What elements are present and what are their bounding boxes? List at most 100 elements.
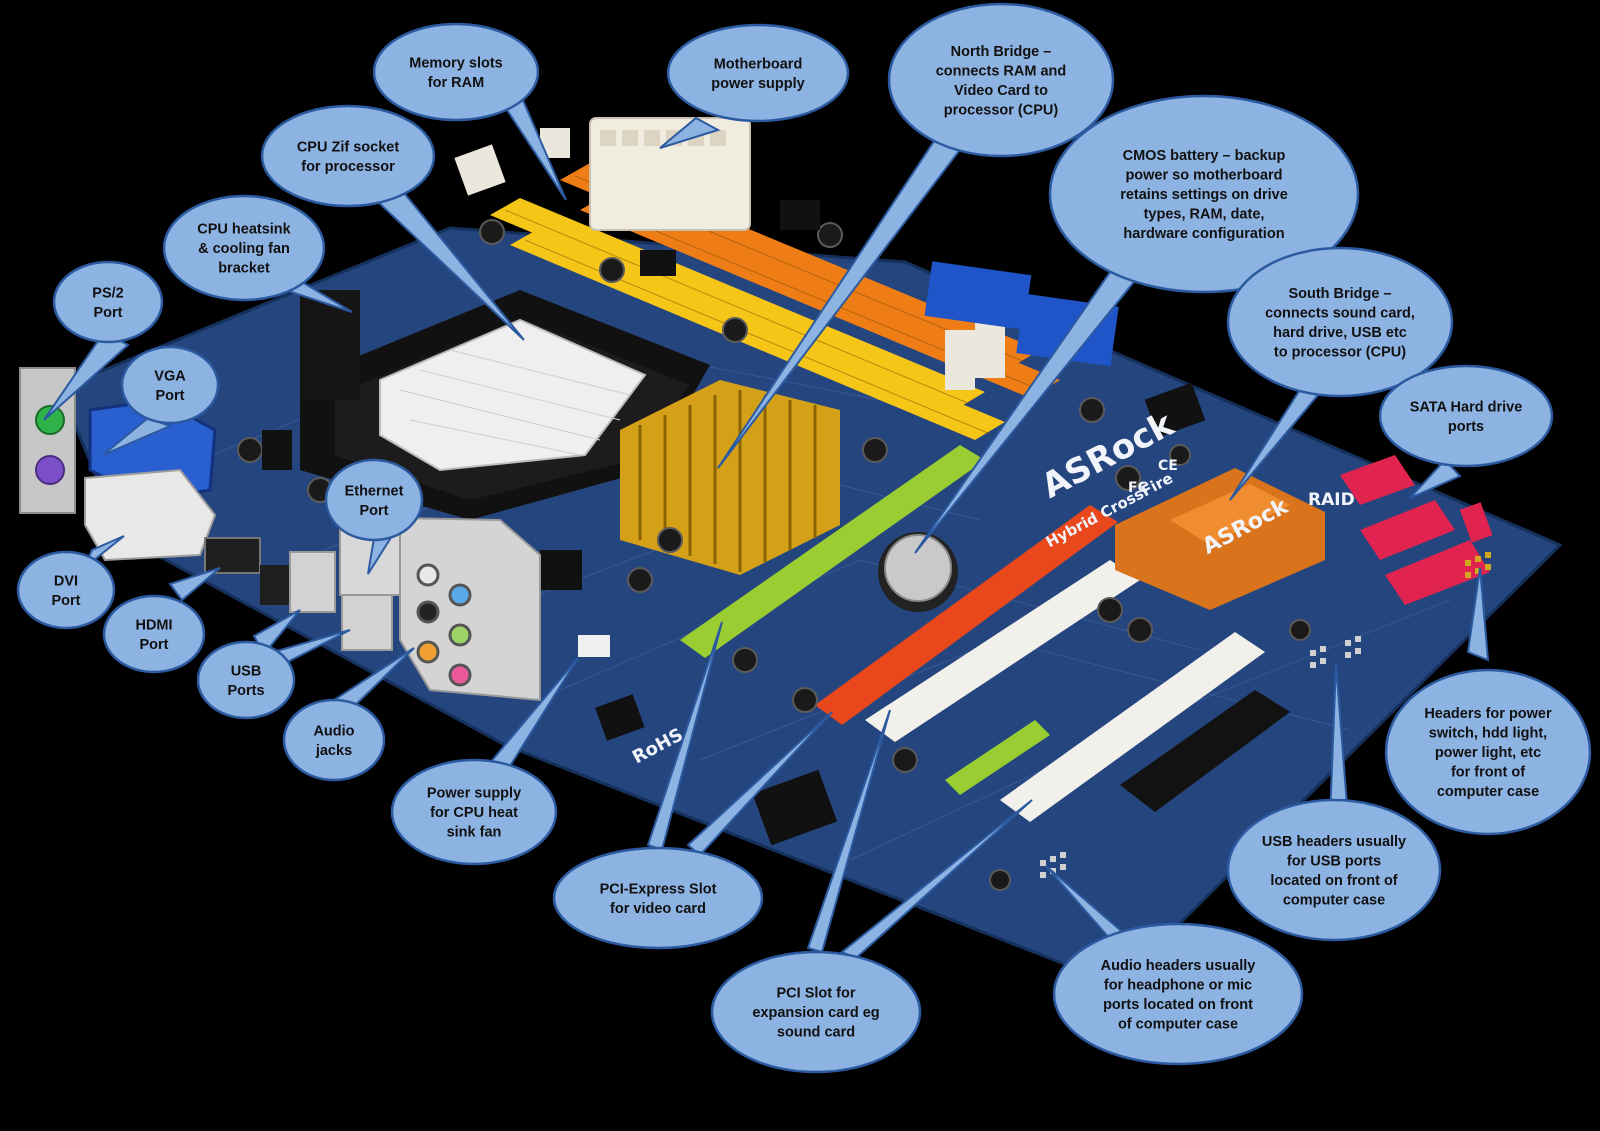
- usb-header-pins: [1310, 636, 1361, 668]
- pci-slot-label-line: expansion card eg: [752, 1005, 879, 1021]
- vga-port-label-line: VGA: [154, 368, 186, 384]
- ide-connector-black: [1120, 690, 1290, 812]
- audio-jack-black: [416, 600, 440, 624]
- cpu-heatsink-bracket-bubble: [162, 194, 326, 302]
- spdif-connector: [260, 565, 290, 605]
- cmos-battery-callout: CMOS battery – backup power so motherboar…: [1048, 94, 1360, 294]
- ram-slots: [454, 128, 1060, 440]
- cmos-battery-label-line: power so motherboard: [1125, 168, 1282, 184]
- ps2-port-label-line: PS/2: [92, 285, 123, 301]
- pci-slot-label-line: sound card: [777, 1025, 855, 1041]
- audio-jack-line-in: [416, 563, 440, 587]
- usb-port-stack-1: [289, 551, 336, 613]
- pci-express-slot-bubble: [552, 846, 764, 950]
- pci-slot-white-1: [865, 560, 1140, 742]
- north-bridge-bubble: [887, 2, 1115, 158]
- audio-headers-bubble: [1052, 922, 1304, 1066]
- cpu-fan-header: [578, 635, 610, 657]
- audio-jacks-label-line: jacks: [315, 743, 352, 759]
- audio-jack-orange: [416, 640, 440, 664]
- board-raid: RAID: [1308, 490, 1355, 510]
- cmos-battery-label-line: retains settings on drive: [1120, 187, 1288, 203]
- pcie-slot-red: [815, 505, 1118, 725]
- south-bridge-heatsink: ASRock: [1115, 468, 1325, 610]
- cmos-battery-label-line: CMOS battery – backup: [1123, 148, 1286, 164]
- sata-ports: [1340, 455, 1493, 605]
- dvi-port-bubble: [16, 550, 116, 630]
- vga-port-label-line: Port: [156, 388, 185, 404]
- sata-ports-label-line: ports: [1448, 419, 1484, 435]
- south-bridge-label-line: South Bridge –: [1288, 286, 1391, 302]
- hdmi-connector: [204, 537, 261, 574]
- hdmi-port-label-line: Port: [140, 637, 169, 653]
- motherboard-power-supply-label-line: power supply: [711, 76, 804, 92]
- pcie-x1-slot: [945, 720, 1050, 795]
- audio-jack-green: [448, 623, 472, 647]
- front-panel-headers-label-line: computer case: [1437, 784, 1539, 800]
- ps2-port-label-line: Port: [94, 305, 123, 321]
- front-panel-headers-label-line: power light, etc: [1435, 745, 1541, 761]
- north-bridge-label-line: North Bridge –: [951, 44, 1052, 60]
- ps2-port-bubble: [52, 260, 164, 344]
- memory-slots-label-line: Memory slots: [409, 55, 502, 71]
- ethernet-port-label-line: Ethernet: [345, 483, 404, 499]
- south-bridge-label-line: hard drive, USB etc: [1273, 325, 1407, 341]
- audio-jack-pink: [448, 663, 472, 687]
- audio-headers-label-line: ports located on front: [1103, 997, 1253, 1013]
- sata-ports-label-line: SATA Hard drive: [1410, 399, 1523, 415]
- usb-ports-label-line: Ports: [227, 683, 264, 699]
- sata-ports-bubble: [1378, 364, 1554, 468]
- pci-express-slot-label-line: for video card: [610, 901, 706, 917]
- north-bridge-label-line: processor (CPU): [944, 102, 1059, 118]
- motherboard-power-supply-label-line: Motherboard: [714, 56, 803, 72]
- ethernet-port-label-line: Port: [360, 503, 389, 519]
- cpu-fan-power-label-line: Power supply: [427, 786, 521, 802]
- ps2-keyboard-port: [35, 455, 65, 485]
- cpu-fan-power-label-line: for CPU heat: [430, 805, 518, 821]
- cpu-heatsink-bracket-label-line: bracket: [218, 261, 270, 277]
- hdmi-port-bubble: [102, 594, 206, 674]
- pci-express-slot-label-line: PCI-Express Slot: [600, 881, 717, 897]
- front-panel-headers-label-line: Headers for power: [1424, 706, 1552, 722]
- pci-slot-bubble: [710, 950, 922, 1074]
- memory-slots-label-line: for RAM: [428, 75, 484, 91]
- south-bridge-label-line: to processor (CPU): [1274, 344, 1406, 360]
- north-bridge-heatsink: [620, 380, 840, 575]
- audio-jack-blue: [448, 583, 472, 607]
- cpu-zif-socket-label-line: CPU Zif socket: [297, 139, 399, 155]
- north-bridge-label-line: connects RAM and: [936, 63, 1067, 79]
- usb-port-stack-2: [341, 594, 393, 651]
- usb-ports-bubble: [196, 640, 296, 720]
- board-ce: CE: [1158, 458, 1178, 474]
- ide-connector-top: [924, 261, 1032, 330]
- vga-port-bubble: [120, 345, 220, 425]
- audio-headers-label-line: for headphone or mic: [1104, 977, 1252, 993]
- vga-port-callout: VGA Port: [120, 345, 220, 425]
- usb-headers-label-line: located on front of: [1270, 873, 1397, 889]
- front-panel-headers-label-line: for front of: [1451, 765, 1525, 781]
- dvi-port-label-line: DVI: [54, 573, 78, 589]
- ic-chips: [262, 200, 1206, 846]
- usb-headers-label-line: USB headers usually: [1262, 834, 1406, 850]
- front-panel-headers-label-line: switch, hdd light,: [1429, 726, 1547, 742]
- south-bridge-bubble: [1226, 246, 1454, 398]
- capacitors: [237, 219, 1311, 891]
- usb-headers-bubble: [1226, 798, 1442, 942]
- audio-headers-label-line: of computer case: [1118, 1016, 1238, 1032]
- audio-jacks-bubble: [282, 698, 386, 782]
- south-bridge-label-line: connects sound card,: [1265, 305, 1415, 321]
- cmos-battery-label-line: types, RAM, date,: [1144, 207, 1265, 223]
